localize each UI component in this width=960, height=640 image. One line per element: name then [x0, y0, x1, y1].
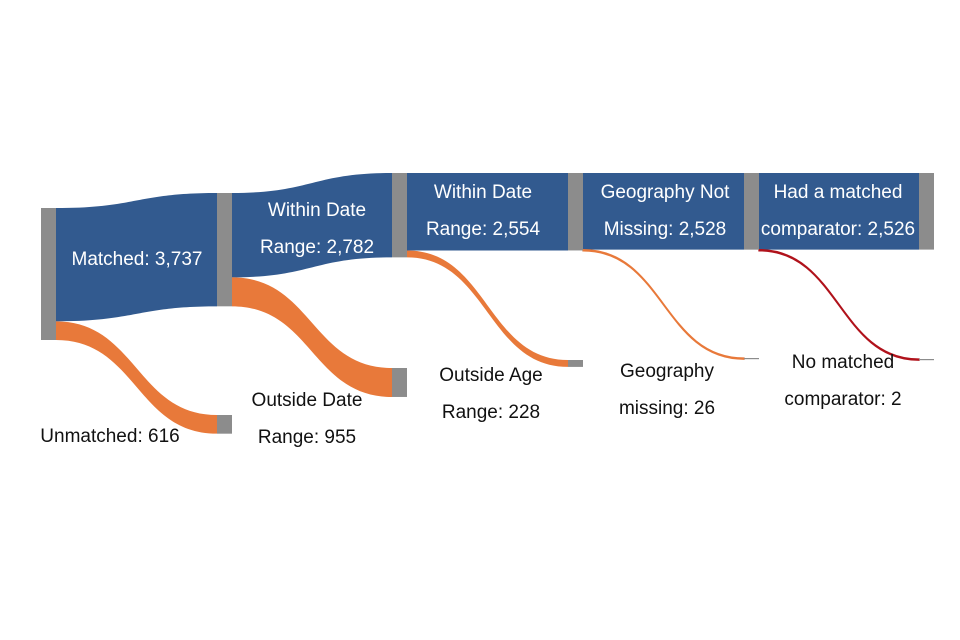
label-had_comparator-line-2: comparator: 2,526 — [761, 219, 915, 240]
sankey-links — [56, 173, 920, 434]
label-within_age-line-1: Within Date — [434, 182, 532, 203]
flow-within_age-to-geo_missing — [582, 249, 745, 360]
label-outside_age-line-1: Outside Age — [439, 365, 543, 386]
label-geo_missing-line-1: Geography — [620, 361, 715, 382]
node-outside_date — [392, 368, 407, 397]
flow-geo_not_missing-to-had_comparator — [759, 173, 919, 250]
flow-start-to-unmatched — [56, 321, 217, 434]
label-no_comparator-line-2: comparator: 2 — [784, 389, 901, 410]
label-outside_date-line-1: Outside Date — [252, 390, 363, 411]
flow-within_age-to-geo_not_missing — [583, 173, 744, 250]
label-outside_age-line-2: Range: 228 — [442, 402, 540, 423]
node-matched — [217, 193, 232, 307]
node-within_date — [392, 173, 407, 258]
flow-matched-to-outside_date — [232, 277, 392, 397]
label-geo_not_missing-line-1: Geography Not — [601, 182, 731, 203]
flow-within_date-to-within_age — [407, 173, 568, 251]
node-geo_not_missing — [744, 173, 759, 250]
label-had_comparator-line-1: Had a matched — [774, 182, 903, 203]
flow-geo_not_missing-to-no_comparator — [758, 248, 920, 361]
label-within_age-line-2: Range: 2,554 — [426, 219, 541, 240]
label-geo_missing-line-2: missing: 26 — [619, 398, 715, 419]
node-had_comparator — [919, 173, 934, 250]
node-no_comparator — [919, 359, 934, 361]
label-unmatched-line-1: Unmatched: 616 — [40, 426, 179, 447]
flow-start-to-matched — [56, 193, 217, 322]
node-within_age — [568, 173, 583, 251]
flow-matched-to-within_date — [232, 173, 392, 278]
label-outside_date-line-2: Range: 955 — [258, 427, 356, 448]
node-start — [41, 208, 56, 340]
label-matched-line-1: Matched: 3,737 — [72, 249, 203, 270]
label-within_date-line-2: Range: 2,782 — [260, 237, 374, 258]
sankey-nodes — [41, 173, 934, 434]
flow-within_date-to-outside_age — [407, 250, 568, 367]
node-outside_age — [568, 360, 583, 367]
label-within_date-line-1: Within Date — [268, 200, 366, 221]
node-geo_missing — [744, 358, 759, 360]
label-geo_not_missing-line-2: Missing: 2,528 — [604, 219, 727, 240]
label-no_comparator-line-1: No matched — [792, 352, 894, 373]
node-unmatched — [217, 415, 232, 434]
